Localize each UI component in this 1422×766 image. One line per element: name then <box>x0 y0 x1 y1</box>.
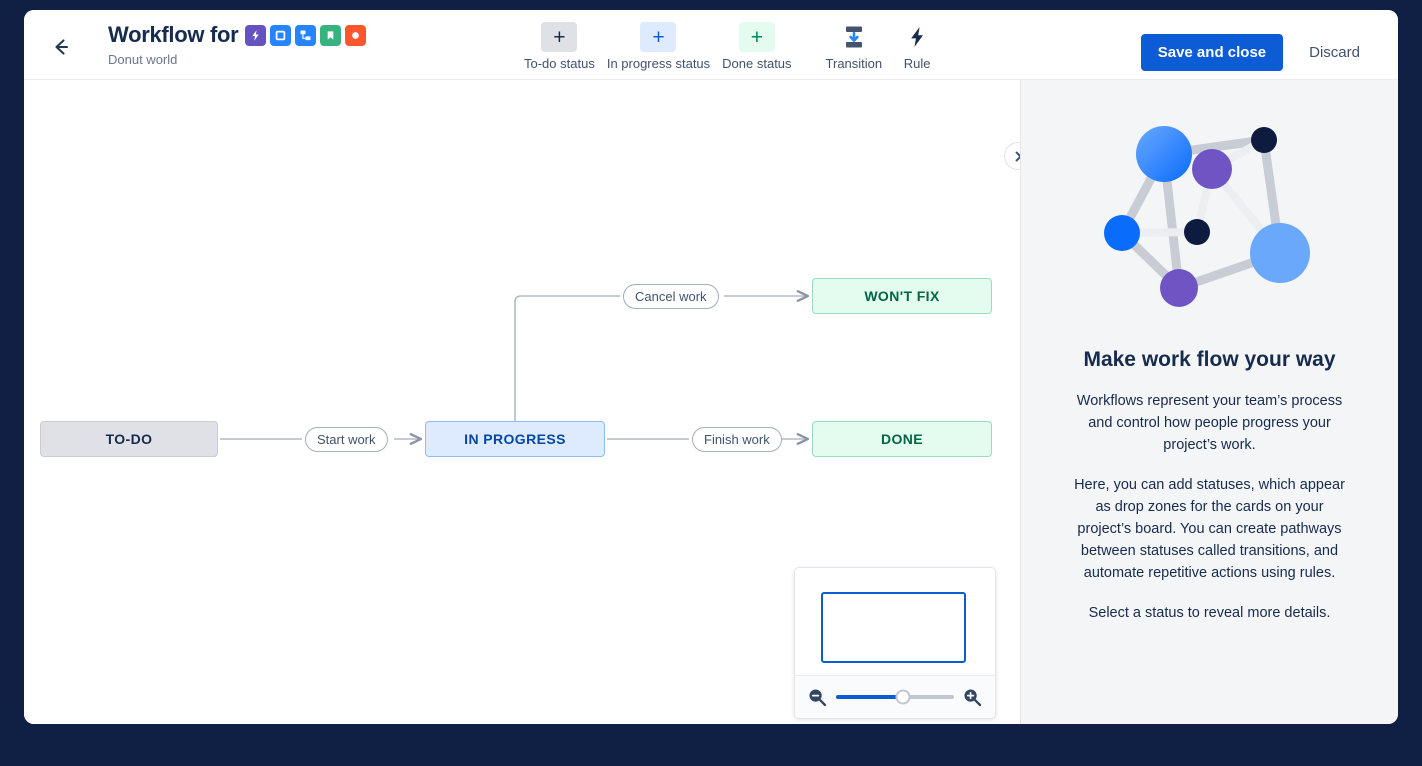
node-purple-2 <box>1159 269 1198 307</box>
panel-heading: Make work flow your way <box>1083 348 1336 371</box>
panel-paragraph-3: Select a status to reveal more details. <box>1088 605 1331 621</box>
status-node-wont-fix[interactable]: WON'T FIX <box>812 278 992 314</box>
node-blue-small <box>1103 215 1140 251</box>
add-in-progress-status-label: In progress status <box>606 56 711 71</box>
rule-lightning-icon <box>899 22 935 52</box>
node-dark-2 <box>1183 219 1210 245</box>
workflow-edges <box>220 290 810 445</box>
node-dark-1 <box>1250 127 1277 153</box>
title-block: Workflow for <box>108 20 367 67</box>
add-todo-status-button[interactable]: + To-do status <box>518 22 601 71</box>
discard-button[interactable]: Discard <box>1297 34 1372 71</box>
app-window: Workflow for <box>24 10 1398 724</box>
minimap-viewport-rect[interactable] <box>821 592 966 663</box>
story-bookmark-icon <box>320 24 342 46</box>
status-node-in-progress[interactable]: IN PROGRESS <box>425 421 605 457</box>
header-actions: Save and close Discard <box>1140 34 1372 71</box>
panel-collapse-button[interactable] <box>1004 142 1020 170</box>
transition-label-start-work[interactable]: Start work <box>305 427 388 452</box>
add-transition-label: Transition <box>825 56 883 71</box>
zoom-slider-fill <box>836 695 904 699</box>
add-done-status-label: Done status <box>722 56 792 71</box>
network-graph-illustration <box>1041 110 1378 320</box>
plus-icon: + <box>541 22 578 52</box>
add-todo-status-label: To-do status <box>524 56 595 71</box>
status-node-todo[interactable]: TO-DO <box>40 421 218 457</box>
zoom-in-icon[interactable] <box>962 687 983 708</box>
status-node-done[interactable]: DONE <box>812 421 992 457</box>
minimap-zoom-controls <box>795 675 995 718</box>
plus-icon: + <box>640 22 677 52</box>
issue-type-icon-group <box>245 24 367 46</box>
subtask-icon <box>295 24 317 46</box>
add-in-progress-status-button[interactable]: + In progress status <box>601 22 716 71</box>
add-rule-label: Rule <box>903 56 931 71</box>
panel-paragraph-2: Here, you can add statuses, which appear… <box>1074 477 1345 581</box>
add-transition-button[interactable]: Transition <box>820 22 889 71</box>
page-subtitle: Donut world <box>108 52 178 67</box>
plus-icon: + <box>738 22 775 52</box>
back-button[interactable] <box>46 32 76 62</box>
zoom-slider[interactable] <box>836 689 954 705</box>
edge-cancel-work-left <box>514 295 620 421</box>
add-rule-button[interactable]: Rule <box>888 22 946 71</box>
app-header: Workflow for <box>24 10 1398 80</box>
node-purple-1 <box>1191 149 1232 189</box>
transition-label-cancel-work[interactable]: Cancel work <box>623 284 719 309</box>
task-square-icon <box>270 24 292 46</box>
workflow-toolbar: + To-do status + In progress status + Do… <box>518 22 946 71</box>
panel-paragraph-1: Workflows represent your team’s process … <box>1076 393 1343 453</box>
transition-label-finish-work[interactable]: Finish work <box>692 427 782 452</box>
zoom-slider-thumb[interactable] <box>895 689 911 705</box>
minimap-panel <box>794 567 996 719</box>
arrow-left-icon <box>55 39 69 55</box>
chevron-right-icon <box>1015 151 1020 161</box>
epic-lightning-icon <box>245 24 267 46</box>
node-large-lightblue <box>1249 223 1310 283</box>
bug-circle-icon <box>345 24 367 46</box>
zoom-out-icon[interactable] <box>807 687 828 708</box>
add-done-status-button[interactable]: + Done status <box>716 22 797 71</box>
node-large-blue <box>1135 126 1192 182</box>
workflow-canvas[interactable]: TO-DO IN PROGRESS DONE WON'T FIX Start w… <box>24 80 1020 724</box>
page-title-text: Workflow for <box>108 22 239 47</box>
save-and-close-button[interactable]: Save and close <box>1140 34 1284 71</box>
page-title: Workflow for <box>108 20 367 50</box>
transition-icon <box>836 22 872 52</box>
info-side-panel: Make work flow your way Workflows repres… <box>1020 80 1398 724</box>
